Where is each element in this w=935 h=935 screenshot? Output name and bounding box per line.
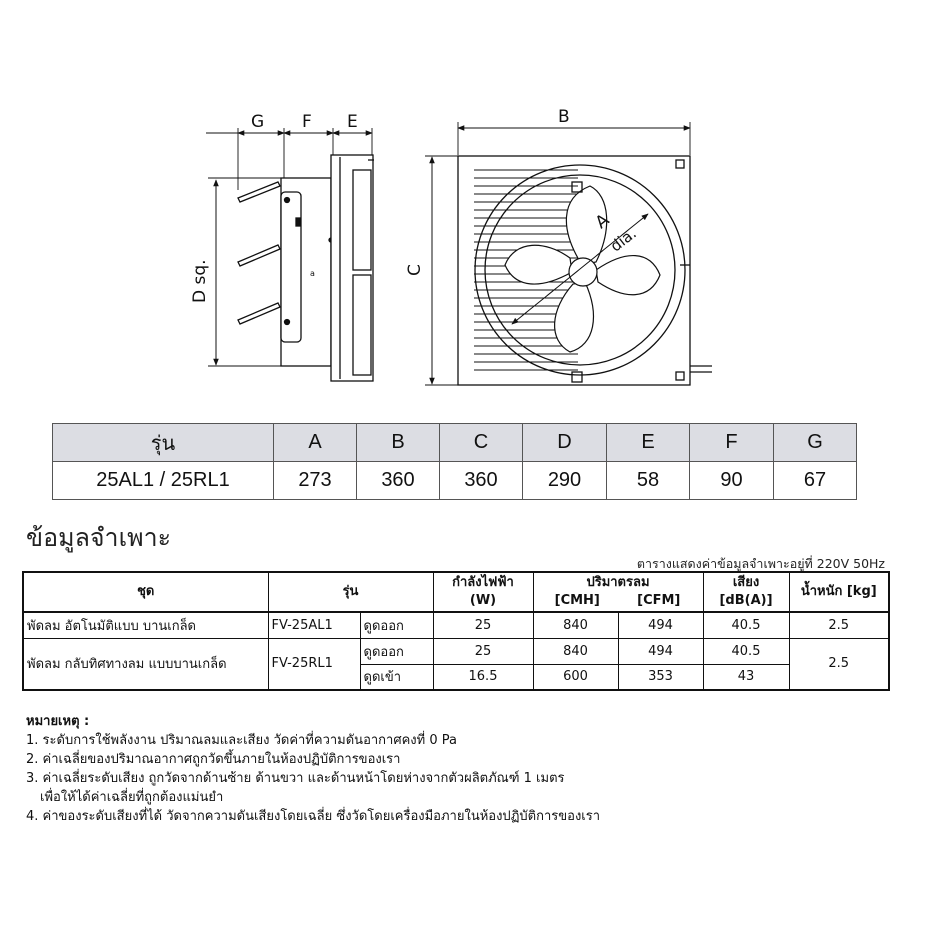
dim-a: 273 bbox=[273, 461, 357, 500]
note-item: 2. ค่าเฉลี่ยของปริมาณอากาศถูกวัดขึ้นภายใ… bbox=[26, 752, 401, 767]
spec-power: 16.5 bbox=[432, 663, 534, 691]
spec-weight: 2.5 bbox=[788, 611, 890, 639]
spec-mode: ดูดออก bbox=[359, 611, 434, 639]
side-view: a bbox=[206, 128, 374, 382]
dim-header-model: รุ่น bbox=[52, 423, 274, 462]
svg-text:a: a bbox=[310, 269, 315, 278]
spec-caption: ตารางแสดงค่าข้อมูลจำเพาะอยู่ที่ 220V 50H… bbox=[636, 556, 885, 571]
spec-cmh: 600 bbox=[532, 663, 619, 691]
spec-header-cfm: [CFM] bbox=[637, 593, 681, 608]
table-row: 25AL1 / 25RL1 273 360 360 290 58 90 67 bbox=[52, 461, 857, 500]
dim-header-c: C bbox=[439, 423, 523, 462]
dim-header-d: D bbox=[522, 423, 607, 462]
table-row: ดูดเข้า 16.5 600 353 43 bbox=[23, 663, 889, 691]
spec-cfm: 494 bbox=[617, 637, 704, 665]
label-c: C bbox=[405, 264, 425, 276]
spec-mode: ดูดออก bbox=[359, 637, 434, 665]
notes-title: หมายเหตุ : bbox=[26, 714, 90, 729]
spec-header-model: รุ่น bbox=[267, 571, 434, 613]
dimension-header-row: รุ่น A B C D E F G bbox=[52, 423, 857, 462]
dim-d: 290 bbox=[522, 461, 607, 500]
dim-model: 25AL1 / 25RL1 bbox=[52, 461, 274, 500]
label-g: G bbox=[251, 112, 264, 132]
spec-title: ข้อมูลจำเพาะ bbox=[26, 523, 172, 552]
spec-weight: 2.5 bbox=[788, 637, 890, 691]
spec-header-noise-label: เสียง bbox=[732, 575, 760, 590]
spec-header-power-label: กำลังไฟฟ้า bbox=[452, 575, 514, 590]
note-item: 3. ค่าเฉลี่ยระดับเสียง ถูกวัดจากด้านซ้าย… bbox=[26, 771, 565, 786]
spec-header-cmh: [CMH] bbox=[554, 593, 600, 608]
label-e: E bbox=[347, 112, 358, 132]
dim-header-f: F bbox=[689, 423, 774, 462]
table-row: พัดลม อัตโนมัติแบบ บานเกล็ด FV-25AL1 ดูด… bbox=[22, 611, 890, 639]
dim-header-e: E bbox=[606, 423, 690, 462]
spec-header-set: ชุด bbox=[22, 571, 269, 613]
spec-table: ชุด รุ่น กำลังไฟฟ้า (W) ปริมาตรลม [CMH] [… bbox=[22, 571, 890, 691]
technical-drawing: a bbox=[190, 107, 712, 386]
spec-noise: 40.5 bbox=[702, 611, 790, 639]
note-item: 4. ค่าของระดับเสียงที่ได้ วัดจากความดันเ… bbox=[26, 809, 601, 824]
spec-power: 25 bbox=[432, 611, 534, 639]
dim-b: 360 bbox=[356, 461, 440, 500]
spec-header-weight: น้ำหนัก [kg] bbox=[788, 571, 890, 613]
dim-header-g: G bbox=[773, 423, 857, 462]
spec-noise: 43 bbox=[702, 663, 790, 691]
spec-header-noise-unit: [dB(A)] bbox=[719, 593, 773, 608]
dim-f: 90 bbox=[689, 461, 774, 500]
spec-header-noise: เสียง [dB(A)] bbox=[702, 571, 790, 613]
front-view bbox=[425, 122, 712, 386]
dim-g: 67 bbox=[773, 461, 857, 500]
label-f: F bbox=[302, 112, 312, 132]
note-item: 1. ระดับการใช้พลังงาน ปริมาณลมและเสียง ว… bbox=[26, 733, 457, 748]
spec-cfm: 353 bbox=[617, 663, 704, 691]
spec-power: 25 bbox=[432, 637, 534, 665]
dim-header-a: A bbox=[273, 423, 357, 462]
dimension-table: รุ่น A B C D E F G 25AL1 / 25RL1 273 360… bbox=[52, 423, 857, 500]
notes: หมายเหตุ : 1. ระดับการใช้พลังงาน ปริมาณล… bbox=[26, 712, 906, 826]
spec-header-airflow-label: ปริมาตรลม bbox=[586, 575, 650, 590]
spec-set: พัดลม อัตโนมัติแบบ บานเกล็ด bbox=[22, 611, 269, 639]
table-row: พัดลม กลับทิศทางลม แบบบานเกล็ด FV-25RL1 … bbox=[22, 637, 890, 691]
spec-noise: 40.5 bbox=[702, 637, 790, 665]
note-item: เพื่อให้ได้ค่าเฉลี่ยที่ถูกต้องแม่นยำ bbox=[40, 790, 224, 805]
spec-model: FV-25AL1 bbox=[267, 611, 361, 639]
spec-header-power-unit: (W) bbox=[469, 593, 497, 608]
dim-c: 360 bbox=[439, 461, 523, 500]
label-d-sq: D sq. bbox=[190, 259, 210, 303]
spec-set: พัดลม กลับทิศทางลม แบบบานเกล็ด bbox=[22, 637, 269, 691]
spec-model: FV-25RL1 bbox=[267, 637, 361, 691]
spec-header-row: ชุด รุ่น กำลังไฟฟ้า (W) ปริมาตรลม [CMH] [… bbox=[22, 571, 890, 613]
spec-cmh: 840 bbox=[532, 611, 619, 639]
spec-mode: ดูดเข้า bbox=[359, 663, 434, 691]
spec-header-power: กำลังไฟฟ้า (W) bbox=[432, 571, 534, 613]
dim-e: 58 bbox=[606, 461, 690, 500]
spec-cmh: 840 bbox=[532, 637, 619, 665]
spec-cfm: 494 bbox=[617, 611, 704, 639]
dim-header-b: B bbox=[356, 423, 440, 462]
label-b: B bbox=[558, 107, 570, 127]
spec-header-airflow: ปริมาตรลม [CMH] [CFM] bbox=[532, 571, 704, 613]
